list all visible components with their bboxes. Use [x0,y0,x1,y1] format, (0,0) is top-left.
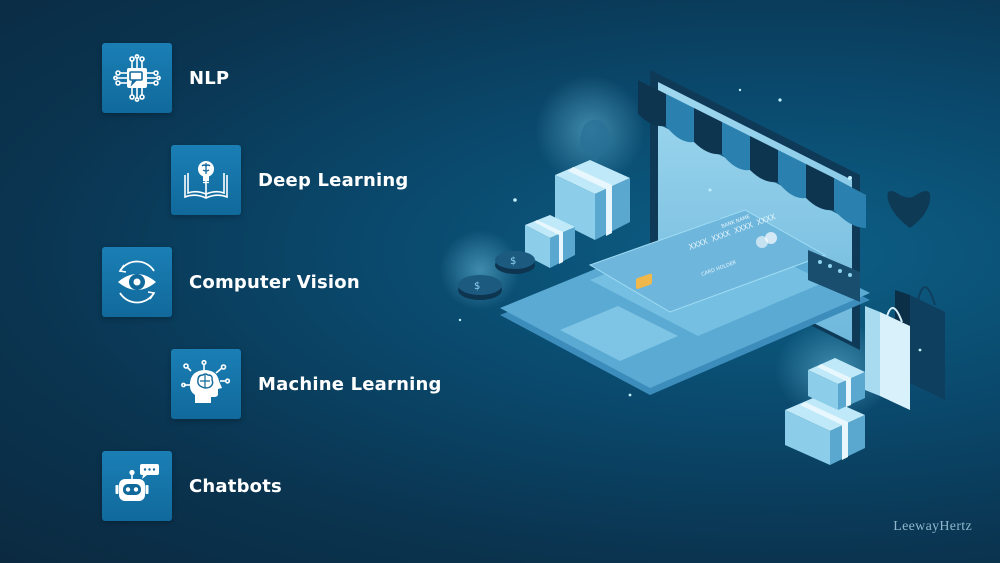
rating-bubble [808,250,860,302]
feature-deep-learning: Deep Learning [171,145,409,215]
sparkles [458,88,922,397]
feature-computer-vision: Computer Vision [102,247,360,317]
feature-label: Machine Learning [258,373,442,395]
head-brain-network-icon [181,359,231,403]
feature-machine-learning: Machine Learning [171,349,442,419]
feature-label: Deep Learning [258,169,409,191]
location-pin-icon [580,120,610,162]
credit-card: XXXX XXXX XXXX XXXX BANK NAME CARD HOLDE… [588,209,827,313]
feature-label: Computer Vision [189,271,360,293]
feature-nlp: NLP [102,43,229,113]
dollar-icon: $ [474,281,480,292]
chip-chat-icon [113,54,161,102]
store-awning [638,80,866,228]
coin-stack: $ $ [458,251,535,300]
brand-watermark: LeewayHertz [893,519,972,534]
trackpad [560,306,678,361]
dollar-icon: $ [510,256,516,267]
feature-tile [171,349,241,419]
feature-label: Chatbots [189,475,282,497]
feature-chatbots: Chatbots [102,451,282,521]
feature-label: NLP [189,67,230,89]
book-brain-bulb-icon [184,161,228,199]
eye-lens-icon [118,260,156,304]
shopping-bags [865,286,945,410]
ecommerce-laptop-illustration: XXXX XXXX XXXX XXXX BANK NAME CARD HOLDE… [440,70,945,465]
feature-tile [102,451,172,521]
gift-box-bottom [785,358,865,465]
feature-tile [102,247,172,317]
heart-icon [887,191,931,228]
feature-tile [102,43,172,113]
robot-chat-icon [115,464,159,501]
feature-tile [171,145,241,215]
